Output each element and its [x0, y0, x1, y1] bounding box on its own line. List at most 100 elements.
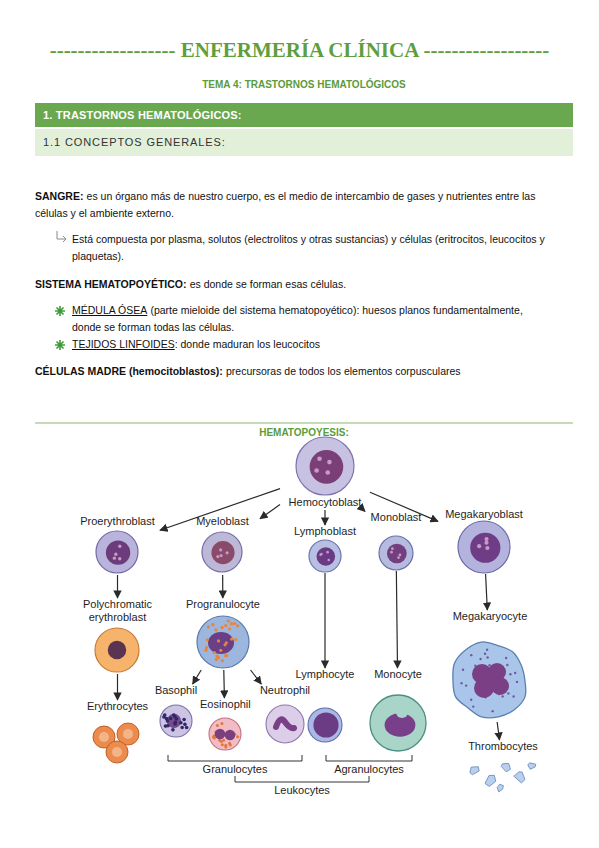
granule — [486, 656, 488, 658]
cell-label: Progranulocyte — [180, 598, 266, 611]
platelet — [514, 772, 525, 783]
granule — [221, 743, 224, 746]
cell-label: Megakaryocyte — [440, 610, 540, 623]
cell-body — [160, 705, 192, 737]
cell-label: Myeloblast — [185, 515, 260, 528]
cell-group — [458, 521, 510, 573]
group-bracket — [168, 755, 302, 761]
cell-group — [96, 531, 138, 573]
granule — [462, 669, 464, 671]
cell-nucleus — [313, 712, 338, 737]
cell-body — [296, 437, 354, 495]
granule — [183, 723, 187, 727]
cell-body — [202, 532, 242, 572]
arrow-connector — [260, 505, 280, 519]
underlined-term: TEJIDOS LINFOIDES — [72, 338, 175, 350]
granule — [219, 548, 222, 551]
cell-drawing — [365, 668, 431, 754]
granule — [113, 556, 116, 559]
granule — [479, 658, 481, 660]
cell-nucleus — [387, 544, 407, 564]
cell-body — [309, 540, 341, 572]
band-heading: 1.1 CONCEPTOS GENERALES: — [35, 129, 573, 156]
bullet-star — [55, 306, 65, 316]
cell-label: Hemocytoblast — [280, 496, 370, 509]
cell-label: Lymphocyte — [295, 668, 355, 681]
granule — [166, 719, 170, 723]
granule — [327, 460, 332, 465]
cell-node: Eosinophil — [200, 698, 250, 752]
cell-body — [266, 705, 304, 743]
granule — [224, 654, 227, 657]
granule — [216, 555, 219, 558]
granule — [228, 627, 231, 630]
cell-node: Proerythroblast — [75, 515, 160, 575]
granule — [327, 559, 330, 562]
granule — [236, 624, 239, 627]
bullet-star — [55, 340, 65, 350]
granule — [399, 554, 402, 557]
cell-nucleus — [276, 719, 294, 728]
granule — [229, 743, 232, 746]
cell-node: Monoblast — [365, 511, 427, 571]
cell-nucleus — [208, 632, 234, 654]
granule — [215, 654, 218, 657]
granule — [319, 553, 322, 556]
granule — [220, 626, 223, 629]
platelet — [501, 763, 510, 771]
cell-node: Megakaryoblast — [438, 508, 530, 574]
cell-node: Monocyte — [365, 668, 431, 754]
granule — [325, 470, 330, 475]
cell-group — [95, 628, 139, 672]
cell-label: Thrombocytes — [462, 740, 544, 753]
cell-body — [396, 706, 408, 718]
bold-term: CÉLULAS MADRE (hemocitoblastos): — [35, 365, 223, 377]
cell-nucleus — [482, 672, 498, 688]
cell-node: Lymphoblast — [290, 525, 360, 573]
bullet-arrow — [63, 236, 66, 242]
red-cell-center — [112, 747, 122, 757]
cell-label: Proerythroblast — [75, 515, 160, 528]
granule — [234, 638, 237, 641]
cell-group — [202, 532, 242, 572]
cell-body — [370, 695, 426, 751]
bracket-label: Leukocytes — [252, 784, 352, 796]
granule — [185, 726, 189, 730]
granule — [390, 551, 393, 554]
cell-nucleus — [470, 533, 500, 563]
granule — [179, 721, 183, 725]
cell-body — [458, 521, 510, 573]
granule — [217, 639, 220, 642]
granule — [505, 657, 507, 659]
paragraph: TEJIDOS LINFOIDES: donde maduran los leu… — [72, 336, 552, 353]
cell-node: Megakaryocyte — [440, 610, 540, 722]
cell-nucleus — [215, 729, 226, 740]
arrow-connector — [324, 510, 325, 525]
cell-nucleus — [317, 547, 336, 566]
cell-node: Myeloblast — [185, 515, 260, 575]
granule — [227, 619, 230, 622]
granule — [212, 736, 215, 739]
granule — [219, 649, 222, 652]
red-cell-center — [123, 729, 133, 739]
granule — [470, 699, 472, 701]
granule — [224, 746, 227, 749]
granule — [180, 726, 184, 730]
granule — [163, 713, 167, 717]
cell-node: Neutrophil — [258, 684, 312, 746]
granule — [114, 553, 117, 556]
granule — [220, 554, 223, 557]
cell-body — [209, 718, 241, 750]
granule — [118, 557, 121, 560]
cell-node: Thrombocytes — [462, 740, 544, 795]
granule — [491, 710, 493, 712]
granule — [470, 654, 472, 656]
granule — [326, 551, 329, 554]
granule — [501, 695, 503, 697]
arrow-connector — [222, 575, 223, 598]
cell-node: Progranulocyte — [180, 598, 266, 670]
cell-nucleus — [310, 450, 344, 484]
granule — [317, 456, 322, 461]
granule — [214, 628, 217, 631]
granule — [512, 695, 514, 697]
